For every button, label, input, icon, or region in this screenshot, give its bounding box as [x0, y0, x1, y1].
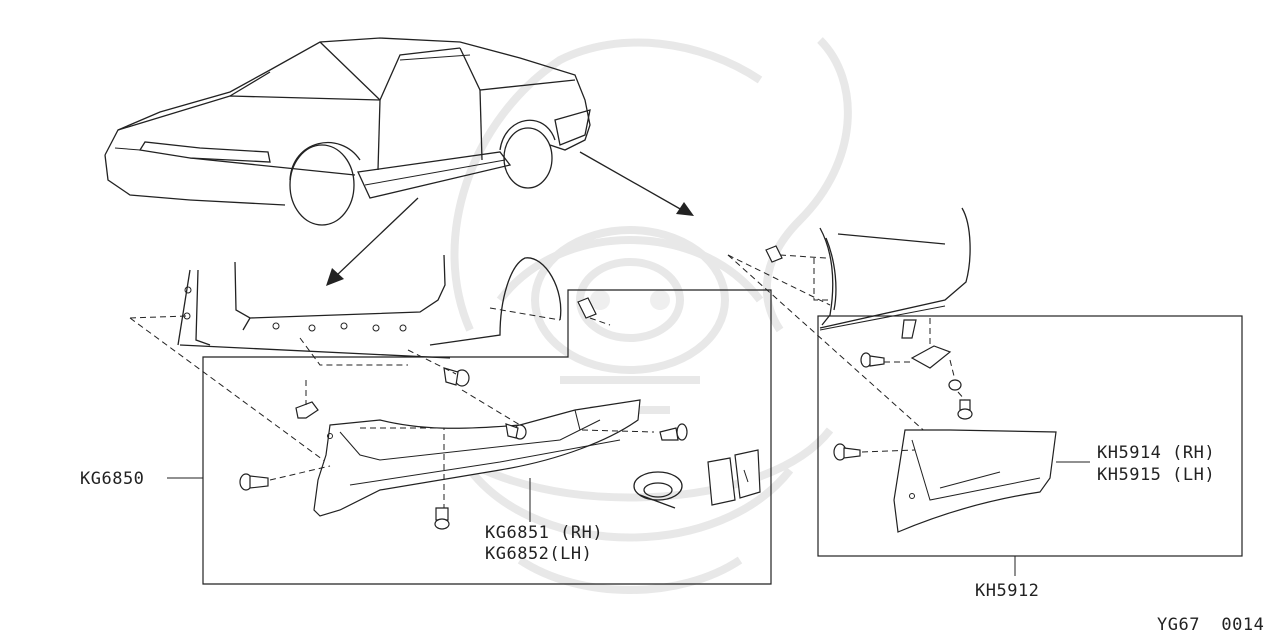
bolt-fender	[957, 399, 973, 420]
arrow-to-rear	[579, 151, 694, 216]
side-sill-protector	[313, 399, 641, 517]
clip-fender	[765, 245, 783, 263]
watermark-emblem	[426, 37, 852, 594]
label-kg6851[interactable]: KG6851 (RH)	[485, 523, 603, 543]
label-kh5912[interactable]: KH5912	[975, 581, 1039, 601]
detail-box-left	[202, 289, 772, 585]
washer	[948, 379, 962, 391]
bolt-lower	[434, 507, 450, 530]
screw-left	[239, 473, 269, 491]
clip-upper	[295, 380, 319, 419]
clip-top-right	[577, 297, 597, 319]
diagram-code: YG67 0014	[1157, 615, 1264, 633]
bracket	[901, 319, 952, 369]
arrow-to-sill	[326, 197, 419, 286]
car-illustration	[104, 37, 591, 226]
screw-fender	[860, 352, 885, 368]
label-kg6852[interactable]: KG6852(LH)	[485, 544, 592, 564]
tape-roll	[633, 471, 683, 509]
rear-fender-panel	[727, 207, 971, 446]
label-kh5914[interactable]: KH5914 (RH)	[1097, 443, 1215, 463]
detail-box-right	[817, 315, 1243, 557]
screw-mudguard	[833, 443, 861, 461]
grommet	[443, 367, 470, 387]
grommet-2	[505, 423, 527, 440]
label-kg6850[interactable]: KG6850	[80, 469, 144, 489]
pad-pieces	[707, 449, 761, 506]
screw-right	[659, 423, 688, 441]
body-panel-left	[129, 254, 562, 466]
label-kh5915[interactable]: KH5915 (LH)	[1097, 465, 1215, 485]
mudguard-part	[893, 429, 1057, 533]
